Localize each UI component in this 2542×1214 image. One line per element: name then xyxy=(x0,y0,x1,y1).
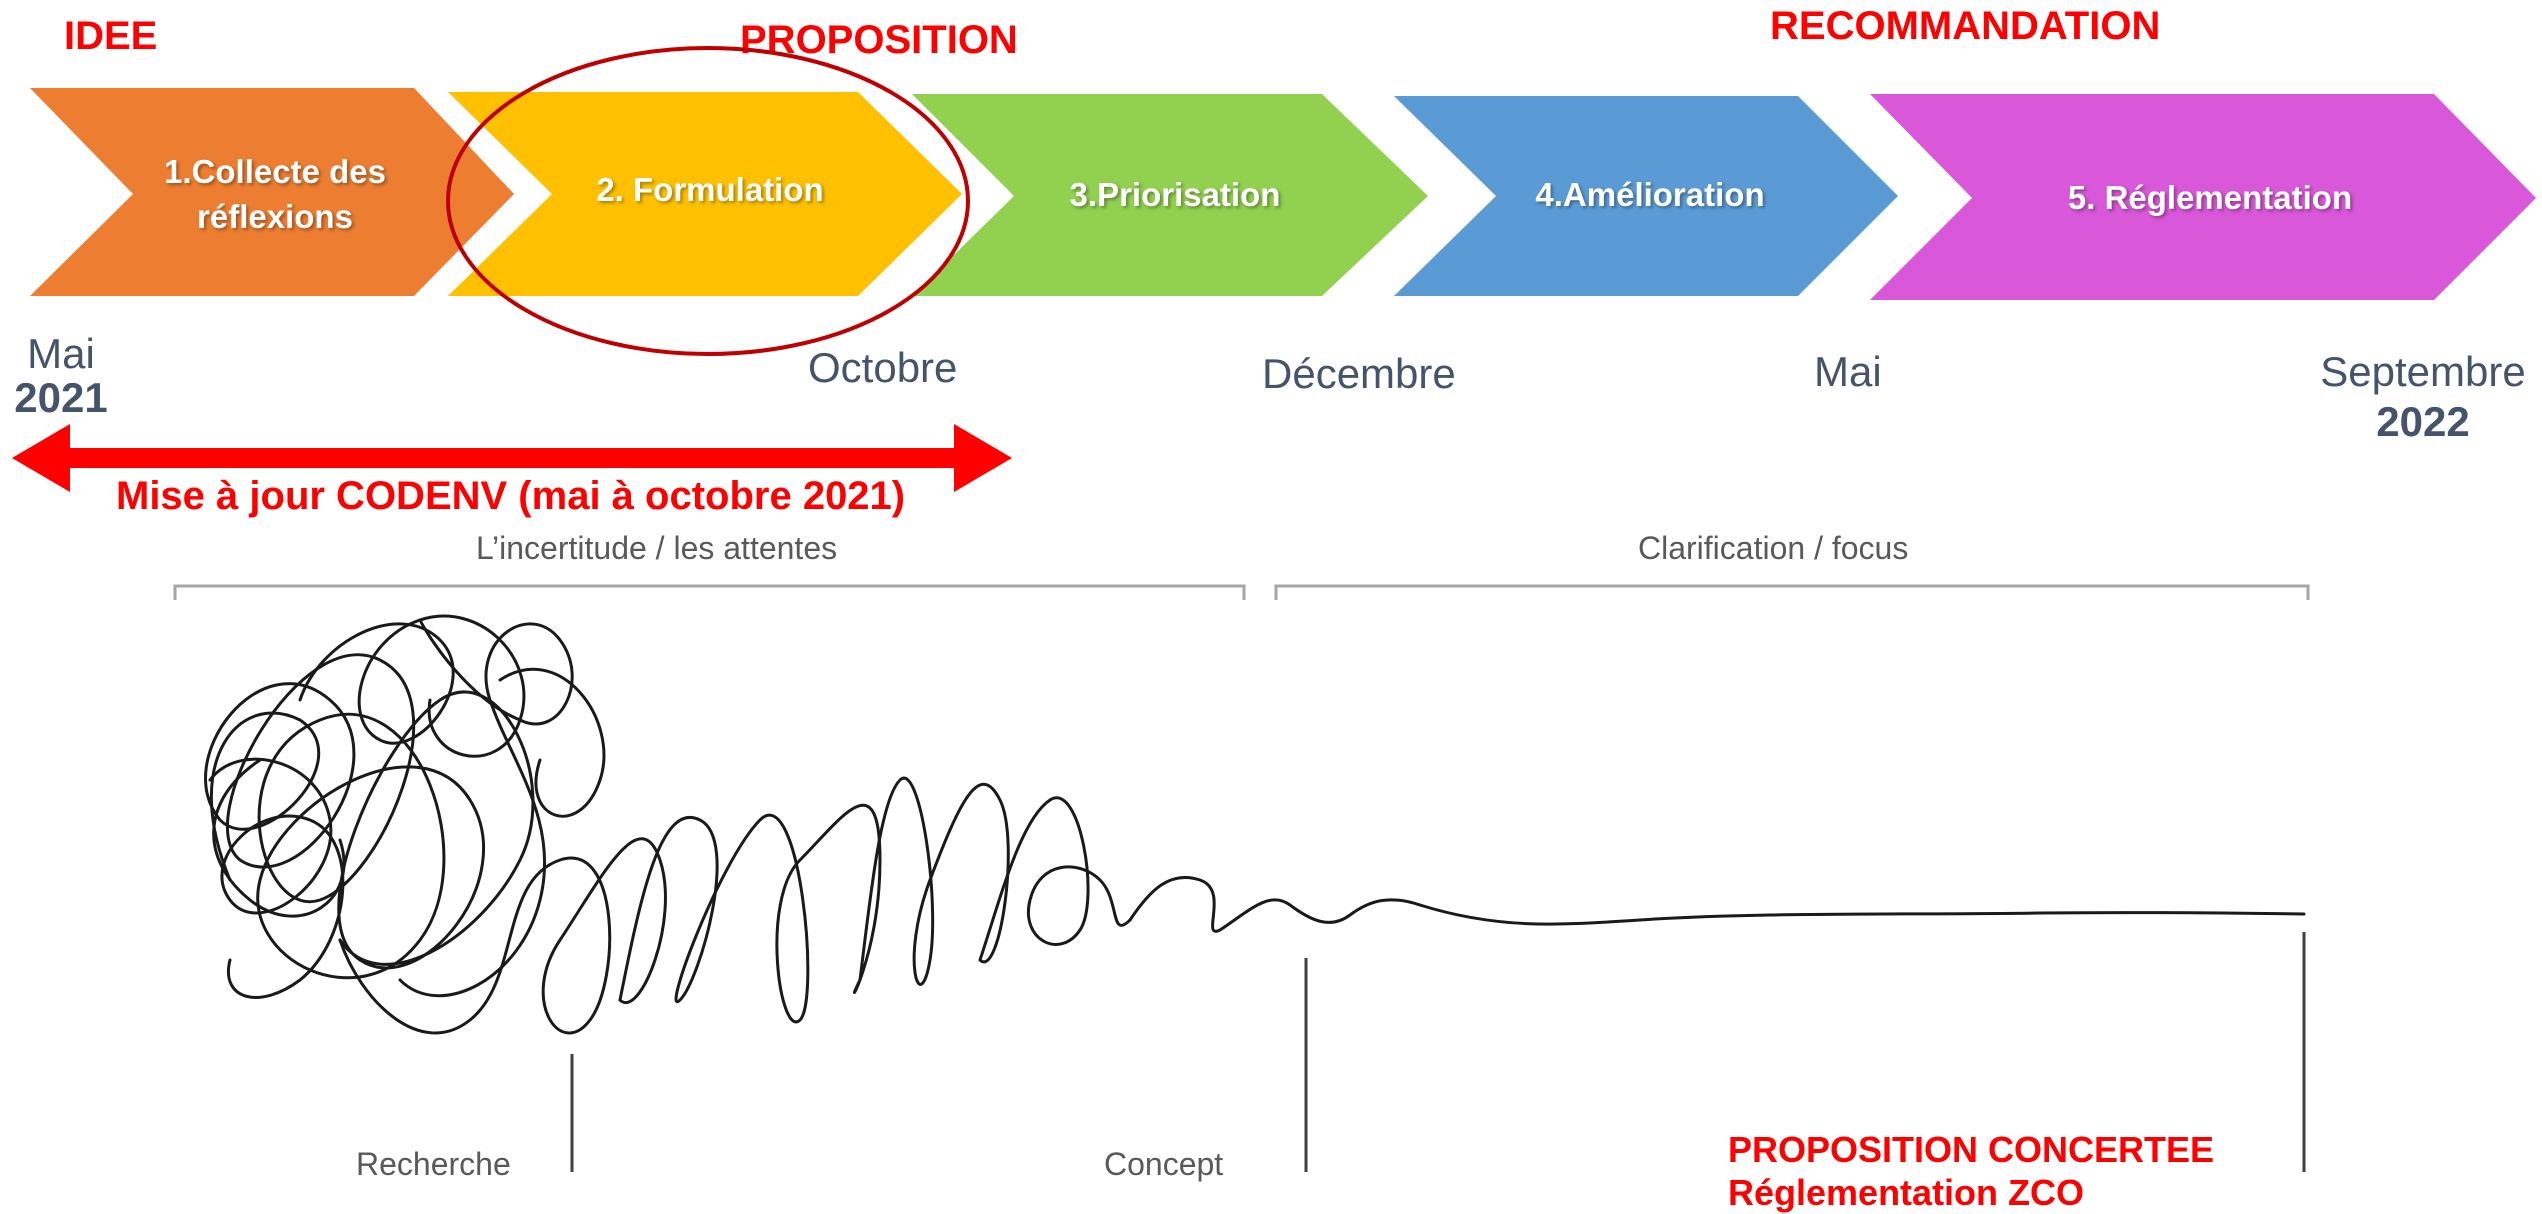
design-squiggle xyxy=(204,614,2306,1035)
step-2-label: 2. Formulation xyxy=(596,170,824,208)
date-start: Mai 2021 xyxy=(6,330,116,422)
step-4-label: 4.Amélioration xyxy=(1535,175,1765,213)
date-mai: Mai xyxy=(1814,348,1882,395)
phase-title-recommandation: RECOMMANDATION xyxy=(1770,4,2161,48)
step-2-chevron xyxy=(448,92,962,296)
date-end: Septembre 2022 xyxy=(2312,348,2534,446)
date-end-year: 2022 xyxy=(2376,398,2470,446)
date-end-month: Septembre xyxy=(2320,348,2526,395)
date-start-year: 2021 xyxy=(14,374,108,422)
outcome-text: PROPOSITION CONCERTEE Réglementation ZCO xyxy=(1728,1128,2214,1214)
step-3-chevron xyxy=(912,94,1428,296)
right-bracket xyxy=(1274,584,2310,600)
date-octobre: Octobre xyxy=(808,344,958,391)
date-decembre: Décembre xyxy=(1262,350,1456,397)
step-4-chevron xyxy=(1394,96,1898,296)
formulation-highlight-ring xyxy=(446,46,970,356)
recherche-label: Recherche xyxy=(356,1146,511,1182)
right-bracket-label: Clarification / focus xyxy=(1638,530,1909,566)
step-1-label: 1.Collecte des réflexions xyxy=(164,153,386,235)
phase-title-idee: IDEE xyxy=(64,14,158,58)
date-start-month: Mai xyxy=(27,330,95,377)
left-bracket xyxy=(173,584,1246,600)
outcome-line2: Réglementation ZCO xyxy=(1728,1172,2085,1214)
step-1-chevron xyxy=(30,88,514,296)
step-5-chevron xyxy=(1870,94,2536,300)
update-period-arrow xyxy=(12,424,1012,492)
left-bracket-label: L’incertitude / les attentes xyxy=(476,530,838,566)
step-5-label: 5. Réglementation xyxy=(2067,178,2353,216)
update-period-label: Mise à jour CODENV (mai à octobre 2021) xyxy=(116,474,906,518)
concept-label: Concept xyxy=(1104,1146,1224,1182)
step-3-label: 3.Priorisation xyxy=(1069,175,1281,213)
outcome-line1: PROPOSITION CONCERTEE xyxy=(1728,1129,2215,1170)
